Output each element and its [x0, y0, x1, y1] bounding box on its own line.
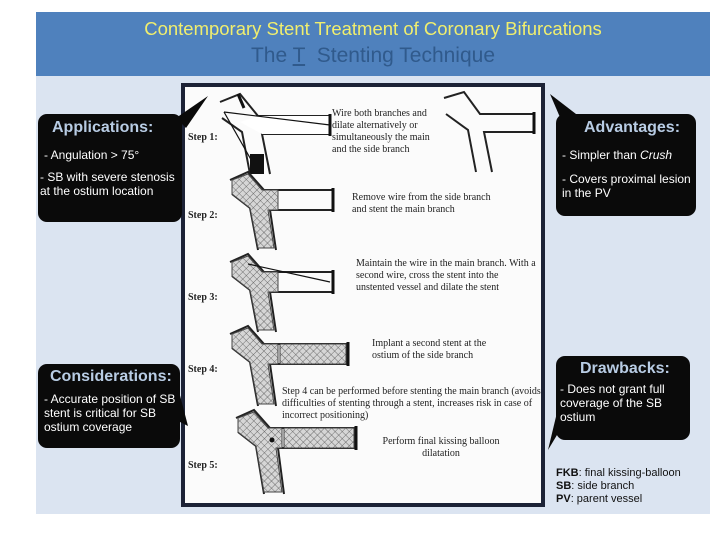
step1-label: Step 1: — [188, 132, 218, 143]
applications-item-1: - Angulation > 75° — [44, 148, 140, 162]
considerations-title: Considerations: — [50, 368, 172, 385]
diagram-panel — [181, 83, 545, 507]
advantages-item-1: - Simpler than Crush — [562, 148, 692, 162]
subtitle-suffix: Stenting Technique — [305, 44, 496, 67]
considerations-callout: Considerations: - Accurate position of S… — [38, 364, 180, 448]
legend-abbr: PV — [556, 493, 571, 505]
legend-text: : final kissing-balloon — [578, 467, 681, 479]
step5-text: Perform final kissing balloon dilatation — [382, 436, 500, 459]
step2-vessel-diagram — [229, 170, 335, 251]
step3-label: Step 3: — [188, 292, 218, 303]
advantages-item-2: - Covers proximal lesion in the PV — [562, 172, 691, 200]
abbreviation-legend: FKB: final kissing-balloon SB: side bran… — [556, 467, 681, 506]
step2-label: Step 2: — [188, 210, 218, 221]
step4-text: Implant a second stent at the ostium of … — [372, 338, 487, 361]
legend-item: FKB: final kissing-balloon — [556, 467, 681, 480]
title-bar — [36, 12, 710, 76]
applications-item-2: - SB with severe stenosis at the ostium … — [40, 170, 175, 198]
drawbacks-title: Drawbacks: — [580, 360, 670, 377]
subtitle-prefix: The — [250, 44, 293, 67]
step4-note: Step 4 can be performed before stenting … — [282, 386, 541, 421]
slide-subtitle: The T Stenting Technique — [36, 44, 710, 68]
advantages-item-1-emphasis: Crush — [640, 148, 673, 162]
legend-text: : parent vessel — [570, 493, 643, 505]
applications-pointer — [176, 96, 208, 128]
advantages-item-1-text: - Simpler than — [562, 148, 641, 162]
step3-text: Maintain the wire in the main branch. Wi… — [356, 258, 536, 293]
step1-vessel-diagram — [219, 92, 332, 175]
drawbacks-callout: Drawbacks: - Does not grant full coverag… — [556, 356, 690, 440]
step2-text: Remove wire from the side branch and ste… — [352, 192, 491, 215]
legend-item: PV: parent vessel — [556, 493, 681, 506]
step4-label: Step 4: — [188, 364, 218, 375]
step5-label: Step 5: — [188, 460, 218, 471]
legend-item: SB: side branch — [556, 480, 681, 493]
considerations-body: - Accurate position of SB stent is criti… — [44, 392, 176, 434]
step1-text: Wire both branches and dilate alternativ… — [332, 108, 430, 155]
legend-abbr: SB — [556, 480, 572, 492]
step3-vessel-diagram — [229, 252, 335, 333]
legend-abbr: FKB — [556, 467, 579, 479]
step1-final-diagram — [443, 90, 536, 173]
applications-callout: Applications: - Angulation > 75° - SB wi… — [38, 114, 182, 222]
legend-text: : side branch — [571, 480, 635, 492]
step4-vessel-diagram — [229, 324, 350, 407]
slide-title: Contemporary Stent Treatment of Coronary… — [144, 18, 602, 39]
drawbacks-body: - Does not grant full coverage of the SB… — [560, 382, 665, 424]
advantages-callout: Advantages: - Simpler than Crush - Cover… — [556, 114, 696, 216]
applications-title: Applications: — [52, 119, 154, 136]
advantages-title: Advantages: — [584, 119, 681, 136]
subtitle-t-letter: T — [292, 44, 306, 67]
step5-vessel-diagram — [235, 408, 358, 495]
